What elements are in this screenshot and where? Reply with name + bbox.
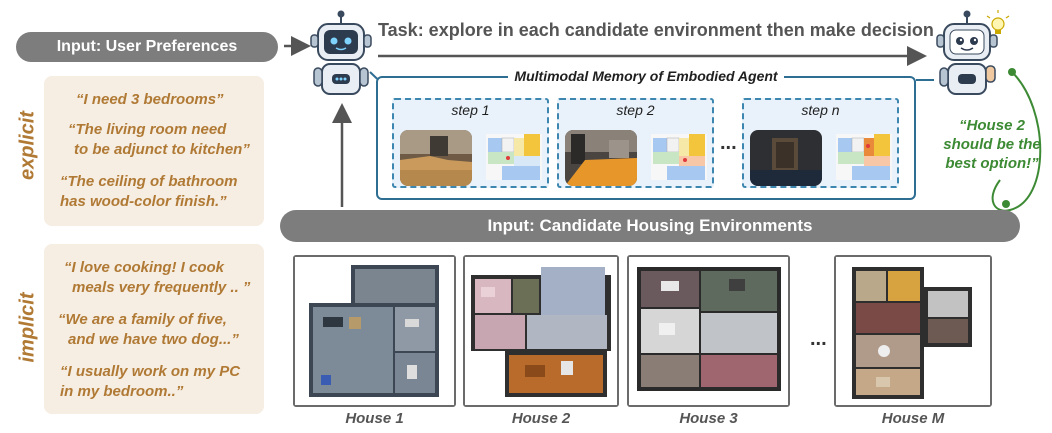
explicit-label: explicit	[16, 111, 39, 180]
memory-title: Multimodal Memory of Embodied Agent	[508, 68, 784, 84]
memory-step-2: step 2	[557, 98, 714, 188]
house-2-card[interactable]	[463, 255, 619, 407]
candidate-environments-label: Input: Candidate Housing Environments	[487, 216, 813, 235]
answer-line-1: “House 2	[959, 117, 1025, 134]
steps-ellipsis: ...	[720, 132, 737, 154]
decision-answer: “House 2 should be the best option!”	[940, 116, 1044, 173]
agent-robot-icon	[310, 10, 372, 95]
user-preferences-label: Input: User Preferences	[56, 38, 238, 55]
answer-callout-curve	[991, 71, 1042, 212]
explicit-pref-2b: to be adjunct to kitchen”	[74, 141, 250, 158]
floorplan-map-image	[836, 134, 892, 180]
house-2-label: House 2	[511, 410, 571, 427]
house-m-label: House M	[881, 410, 945, 427]
explicit-pref-2a: “The living room need	[68, 121, 227, 138]
user-preferences-pill: Input: User Preferences	[16, 32, 278, 62]
floorplan-map-image	[651, 134, 707, 180]
explicit-pref-3b: has wood-color finish.”	[60, 193, 227, 210]
houses-ellipsis: ...	[810, 328, 827, 350]
explicit-preferences-box: “I need 3 bedrooms” “The living room nee…	[44, 76, 264, 226]
egocentric-view-image	[750, 130, 822, 186]
answer-line-2: should be the	[943, 136, 1041, 153]
egocentric-view-image	[400, 130, 472, 186]
step-label: step 2	[616, 102, 655, 118]
explicit-pref-1: “I need 3 bedrooms”	[76, 91, 224, 108]
answer-line-3: best option!”	[945, 155, 1039, 172]
implicit-label: implicit	[16, 292, 39, 363]
implicit-preferences-box: “I love cooking! I cook meals very frequ…	[44, 244, 264, 414]
house-3-topdown-image	[629, 257, 788, 405]
house-2-topdown-image	[465, 257, 617, 405]
house-1-label: House 1	[345, 410, 404, 427]
implicit-pref-1a: “I love cooking! I cook	[64, 259, 225, 276]
house-m-card[interactable]	[834, 255, 992, 407]
house-3-label: House 3	[679, 410, 738, 427]
memory-step-1: step 1	[392, 98, 549, 188]
implicit-pref-1b: meals very frequently .. ”	[72, 279, 251, 296]
house-1-topdown-image	[295, 257, 454, 405]
implicit-pref-2a: “We are a family of five,	[58, 311, 227, 328]
house-m-topdown-image	[836, 257, 990, 405]
step-label: step 1	[451, 102, 490, 118]
implicit-pref-3b: in my bedroom..”	[60, 383, 184, 400]
step-label: step n	[801, 102, 840, 118]
implicit-pref-2b: and we have two dog...”	[68, 331, 239, 348]
multimodal-memory-panel: Multimodal Memory of Embodied Agent step…	[376, 68, 916, 200]
egocentric-view-image	[565, 130, 637, 186]
task-description: Task: explore in each candidate environm…	[378, 20, 934, 40]
floorplan-map-image	[486, 134, 542, 180]
house-3-card[interactable]	[627, 255, 790, 407]
implicit-pref-3a: “I usually work on my PC	[60, 363, 241, 380]
candidate-environments-pill: Input: Candidate Housing Environments	[280, 210, 1020, 242]
decider-robot-icon	[936, 10, 1010, 95]
explicit-pref-3a: “The ceiling of bathroom	[60, 173, 238, 190]
house-1-card[interactable]	[293, 255, 456, 407]
memory-step-n: step n	[742, 98, 899, 188]
